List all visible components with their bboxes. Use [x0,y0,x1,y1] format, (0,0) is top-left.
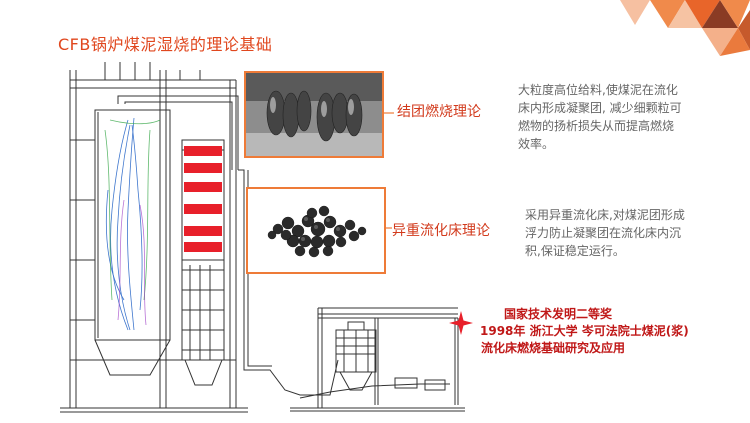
coal-pellets-photo [246,187,386,274]
desc-line: 采用异重流化床,对煤泥团形成 [525,208,685,222]
desc-line: 效率。 [518,137,555,151]
agglomerate-image [246,73,382,156]
section-label-heterogeneous-bed-theory: 异重流化床理论 [392,223,490,239]
award-text: 国家技术发明二等奖 1998年 浙江大学 岑可法院士煤泥(浆) 流化床燃烧基础研… [480,306,689,357]
red-four-point-star-icon [449,311,473,335]
award-detail: 1998年 浙江大学 岑可法院士煤泥(浆) [480,324,689,338]
section-desc-agglomerate-theory: 大粒度高位给料,使煤泥在流化 床内形成凝聚团, 减少细颗粒可 燃物的扬析损失从而… [518,81,718,153]
coal-pellets-image [248,189,384,272]
desc-line: 积,保证稳定运行。 [525,244,625,258]
agglomerate-photo [244,71,384,158]
section-label-agglomerate-theory: 结团燃烧理论 [397,104,481,120]
desc-line: 床内形成凝聚团, 减少细颗粒可 [518,101,682,115]
desc-line: 大粒度高位给料,使煤泥在流化 [518,83,678,97]
desc-line: 浮力防止凝聚团在流化床内沉 [525,226,682,240]
award-project: 流化床燃烧基础研究及应用 [481,341,626,355]
corner-decoration [620,0,750,56]
slide-title: CFB锅炉煤泥湿烧的理论基础 [58,35,273,54]
section-desc-heterogeneous-bed-theory: 采用异重流化床,对煤泥团形成 浮力防止凝聚团在流化床内沉 积,保证稳定运行。 [525,206,725,260]
award-title: 国家技术发明二等奖 [504,307,613,321]
desc-line: 燃物的扬析损失从而提高燃烧 [518,119,675,133]
